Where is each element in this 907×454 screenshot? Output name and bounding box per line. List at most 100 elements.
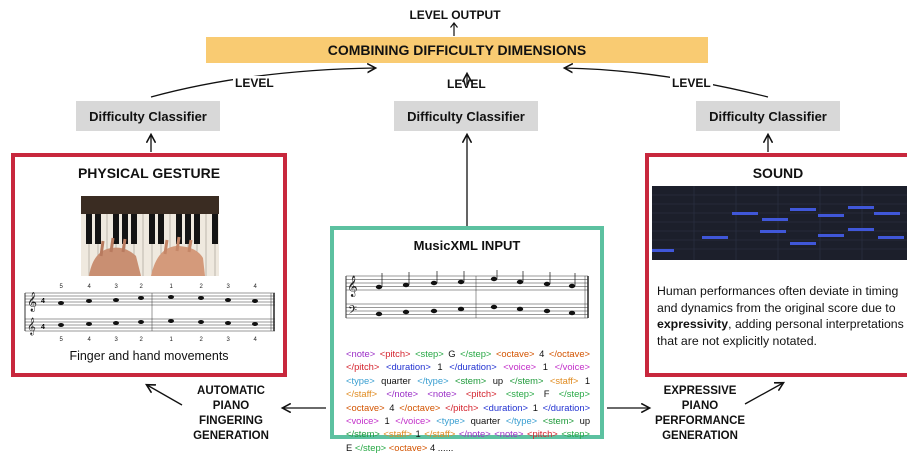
level-output-label: LEVEL OUTPUT [409, 8, 501, 22]
xml-token: F [543, 388, 550, 400]
xml-token: <type> [436, 415, 465, 427]
xml-token: E [346, 441, 353, 453]
finger-number: 4 [88, 284, 92, 290]
xml-token: </step> [558, 388, 590, 400]
xml-token: </staff> [424, 428, 456, 440]
right-level-label: LEVEL [670, 76, 713, 90]
xml-token: </note> [386, 388, 419, 400]
musicxml-input-panel: MusicXML INPUT 𝄞 𝄢 <note> <pitch> <s [330, 226, 604, 453]
xml-token: 1 [437, 361, 443, 373]
finger-number: 2 [200, 284, 204, 290]
expressivity-term: expressivity [657, 317, 729, 331]
left-task-line: PIANO [212, 400, 250, 412]
sound-description: Human performances often deviate in timi… [657, 283, 907, 349]
svg-text:𝄞: 𝄞 [347, 276, 358, 297]
xml-token: 4 [389, 401, 395, 413]
finger-number: 3 [227, 284, 231, 290]
xml-token: </type> [505, 415, 538, 427]
xml-token: <duration> [385, 361, 431, 373]
svg-text:𝄞: 𝄞 [27, 317, 36, 335]
sound-text-after: , adding personal interpretations that a… [657, 317, 904, 348]
finger-number: 5 [60, 284, 64, 290]
finger-number: 3 [227, 337, 231, 343]
xml-token: <type> [346, 374, 375, 386]
left-task-line: AUTOMATIC [197, 385, 265, 397]
xml-token: </step> [354, 441, 387, 453]
xml-token: <pitch> [527, 428, 558, 440]
xml-token: <step> [505, 388, 535, 400]
finger-number: 3 [115, 337, 119, 343]
finger-number: 2 [200, 337, 204, 343]
xml-token: </duration> [542, 401, 591, 413]
left-task-line: GENERATION [193, 430, 269, 442]
svg-text:𝄢: 𝄢 [348, 304, 357, 320]
xml-token: <octave> [346, 401, 385, 413]
right-task-line: GENERATION [662, 430, 738, 442]
left-task-line: FINGERING [199, 415, 263, 427]
xml-token: quarter [381, 374, 411, 386]
xml-token: </octave> [399, 401, 441, 413]
sound-text-before: Human performances often deviate in timi… [657, 284, 899, 315]
center-classifier-label: Difficulty Classifier [407, 108, 525, 124]
xml-token: <stem> [454, 374, 487, 386]
finger-number: 2 [140, 284, 144, 290]
sound-panel: SOUND Human performances often deviate i… [645, 153, 907, 377]
xml-token: 4 [539, 348, 545, 359]
xml-token: </pitch> [445, 401, 479, 413]
piano-hands-photo [81, 196, 219, 276]
xml-token: </voice> [395, 415, 431, 427]
xml-token: </duration> [449, 361, 497, 373]
sound-title: SOUND [752, 165, 804, 181]
finger-number: 4 [254, 337, 258, 343]
svg-text:4: 4 [41, 324, 45, 331]
automatic-fingering-label: AUTOMATIC PIANO FINGERING GENERATION [182, 384, 280, 444]
svg-text:4: 4 [41, 298, 45, 305]
xml-token: 1 [584, 374, 591, 386]
xml-token: <stem> [542, 415, 575, 427]
xml-token: </note> [458, 428, 491, 440]
finger-number: 1 [170, 284, 174, 290]
xml-token: </stem> [346, 428, 380, 440]
xml-token: <step> [561, 428, 590, 440]
xml-token: <duration> [483, 401, 528, 413]
finger-number: 4 [88, 337, 92, 343]
right-task-line: PIANO [681, 400, 719, 412]
xml-token: 1 [542, 361, 548, 373]
xml-token: </voice> [554, 361, 591, 373]
right-classifier-label: Difficulty Classifier [709, 108, 827, 124]
finger-number: 2 [140, 337, 144, 343]
finger-number: 5 [60, 337, 64, 343]
xml-token: <octave> [388, 441, 428, 453]
xml-token: </staff> [346, 388, 378, 400]
finger-number: 4 [254, 284, 258, 290]
xml-token: 1 [532, 401, 538, 413]
xml-token: </stem> [509, 374, 544, 386]
xml-token: up [579, 415, 591, 427]
center-difficulty-classifier: Difficulty Classifier [394, 101, 538, 131]
right-difficulty-classifier: Difficulty Classifier [696, 101, 840, 131]
level-output-arrow [450, 22, 458, 36]
musicxml-title: MusicXML INPUT [413, 238, 521, 253]
expressive-performance-label: EXPRESSIVE PIANO PERFORMANCE GENERATION [650, 384, 750, 444]
right-task-line: EXPRESSIVE [663, 385, 737, 397]
xml-token: <octave> [495, 348, 535, 359]
score-notes [58, 295, 258, 327]
xml-token: <pitch> [465, 388, 497, 400]
combining-label: COMBINING DIFFICULTY DIMENSIONS [327, 42, 587, 58]
xml-token: </type> [417, 374, 449, 386]
xml-token: 1 [384, 415, 390, 427]
xml-token: <note> [346, 348, 376, 359]
right-level-arrow [565, 68, 769, 98]
xml-token: </octave> [548, 348, 591, 359]
right-diag-arrow [744, 383, 783, 405]
finger-number: 3 [115, 284, 119, 290]
xml-token: 4 ...... [429, 441, 454, 453]
xml-token: <staff> [549, 374, 579, 386]
left-difficulty-classifier: Difficulty Classifier [76, 101, 220, 131]
xml-token: </step> [460, 348, 492, 359]
piano-roll [652, 186, 907, 260]
combining-dimensions-bar: COMBINING DIFFICULTY DIMENSIONS [206, 37, 708, 63]
musicxml-code: <note> <pitch> <step> G </step> <octave>… [346, 347, 590, 454]
